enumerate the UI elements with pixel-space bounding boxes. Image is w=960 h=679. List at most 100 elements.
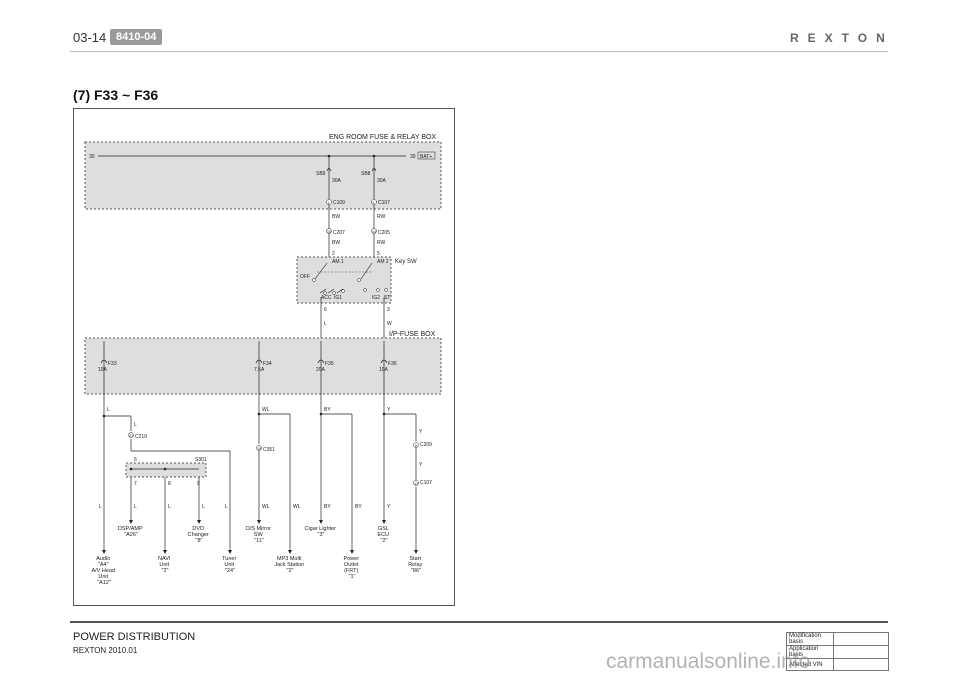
key-switch-box [296,256,392,304]
fuse-sb8-name: SB8 [361,171,371,177]
bat-box [417,151,436,160]
header-divider [70,51,888,52]
basis-table: Modification basis Application basis Aff… [786,632,889,671]
load-dsp-amp: DSP/AMP "A26" [118,526,144,538]
st-label: ST [384,295,390,301]
wire-y-c209-lower: Y [419,462,423,468]
footer-title: POWER DISTRIBUTION [73,631,196,643]
f36-rating: 10A [379,367,389,373]
section-code-badge: 8410-04 [110,29,163,45]
wire-navi: L [168,504,171,510]
bus-label-left: 30 [89,154,95,160]
footer-divider [70,621,888,623]
wire-y-f36: Y [387,407,391,413]
wire-dvd: L [202,504,205,510]
splice-s301-box [125,462,207,478]
c219-label: C219 [135,434,147,440]
modification-basis-value [833,632,889,646]
c107-bottom-label: C107 [420,480,432,486]
brand-logo: REXTON [790,31,894,45]
eng-room-fuse-box [84,141,442,210]
wire-cigar: BY [324,504,331,510]
wire-mirror: WL [262,504,270,510]
f36-name: F36 [388,361,397,367]
wire-tuner: L [225,504,228,510]
affected-vin-value [833,658,889,671]
wire-rw-2: RW [377,240,386,246]
f34-name: F34 [263,361,272,367]
f33-rating: 10A [98,367,108,373]
wire-gsl: Y [387,504,391,510]
am1-label: AM 1 [332,259,344,265]
key-sw-label: Key SW [395,259,417,265]
c109-label: C109 [333,200,345,206]
c107-bottom-pin: 12 [414,482,418,486]
pin-3: 3 [387,307,390,313]
pin-6: 6 [324,307,327,313]
c205-pin: 14 [372,230,376,234]
f34-rating: 7.5A [254,367,265,373]
fuse-sb9-name: SB9 [316,171,326,177]
section-title: (7) F33 ~ F36 [73,87,159,103]
wire-bw-1: BW [332,214,340,220]
wire-rw-1: RW [377,214,386,220]
c107-top-label: C107 [378,200,390,206]
wire-power: BY [355,504,362,510]
load-start-relay: Start Relay "86" [408,556,424,574]
ig1-label: IG1 [334,295,342,301]
ip-box-title: I/P-FUSE BOX [389,331,436,338]
fuse-sb8-rating: 30A [377,178,387,184]
load-os-mirror: O/S Mirror SW "11" [246,526,273,544]
pin-5: 5 [377,251,380,257]
f35-rating: 20A [316,367,326,373]
bat-label: BAT+ [420,154,432,160]
wire-dsp: L [134,504,137,510]
s301-pin-6: 6 [134,457,137,463]
page-number: 03-14 [73,30,107,45]
wire-w-top: W [387,321,392,327]
load-gsl-ecu: GSL ECU "2" [377,526,390,544]
acc-label: ACC [321,295,332,301]
load-tuner-unit: Tuner Unit "24" [222,556,238,574]
wire-by-f35: BY [324,407,331,413]
wire-y-c209: Y [419,429,423,435]
wire-mp3: WL [293,504,301,510]
off-label: OFF [300,274,310,280]
c205-label: C205 [378,230,390,236]
load-power-outlet: Power Outlet (FRT) "1" [343,556,360,580]
wire-l-f33: L [107,407,110,413]
load-cigar-lighter: Cigar Lighter "3" [304,526,337,538]
c351-label: C351 [263,447,275,453]
s301-label: S301 [195,457,207,463]
c209-label: C209 [420,442,432,448]
c351-pin: 18 [257,447,261,451]
watermark: carmanualsonline.info [606,650,811,673]
c207-label: C207 [333,230,345,236]
load-audio: Audio "A4" A/V Head Unit "A12" [91,556,116,586]
am2-label: AM 2 [377,259,389,265]
c109-pin: 1 [328,201,330,205]
modification-basis-label: Modification basis [786,632,834,646]
load-mp3-jack: MP3 Multi Jack Station "2" [274,556,306,574]
eng-box-title: ENG ROOM FUSE & RELAY BOX [329,134,436,141]
pin-2: 2 [332,251,335,257]
load-dvd-changer: DVD Changer "8" [188,526,211,544]
c207-pin: 16 [327,230,331,234]
c209-pin: 8 [415,444,417,448]
wire-l-c219: L [134,422,137,428]
footer-subtitle: REXTON 2010.01 [73,646,138,655]
wire-audio: L [99,504,102,510]
wire-wl-f34: WL [262,407,270,413]
c107-top-pin: 1 [373,201,375,205]
wire-bw-2: BW [332,240,340,246]
load-navi-unit: NAVI Unit "2" [158,556,172,574]
f33-name: F33 [108,361,117,367]
c219-pin: 21 [129,434,133,438]
ip-fuse-box [84,337,442,395]
f35-name: F35 [325,361,334,367]
ig2-label: IG2 [372,295,380,301]
wiring-diagram: ENG ROOM FUSE & RELAY BOX 30 30 BAT+ SB9… [73,108,455,606]
application-basis-value [833,645,889,659]
s301-pin-7: 7 [134,481,137,487]
fuse-sb9-rating: 30A [332,178,342,184]
